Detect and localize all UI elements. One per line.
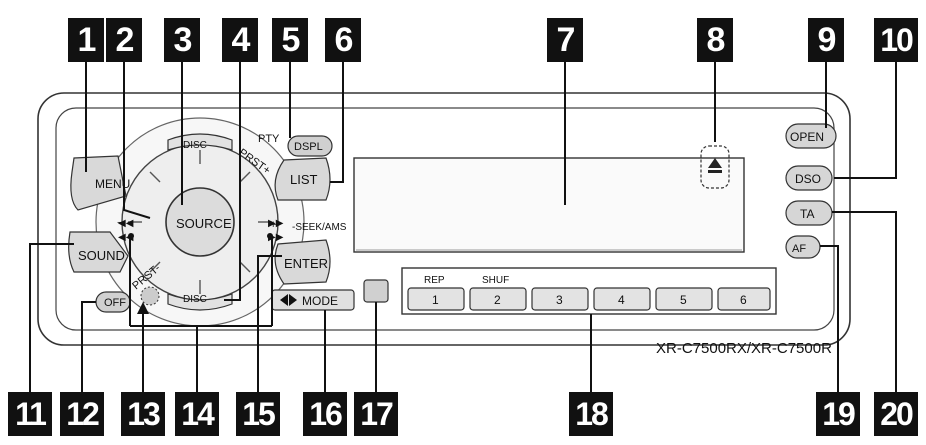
- preset-label-5: 5: [680, 293, 687, 307]
- display-window: [353, 157, 745, 253]
- seek-ams-label: -SEEK/AMS: [292, 222, 347, 233]
- callout-10: 10: [874, 18, 918, 62]
- seek-plus-label: +: [270, 219, 276, 231]
- dso-label[interactable]: DSO: [795, 172, 821, 186]
- callout-8: 8: [697, 18, 733, 62]
- preset-button-1: [407, 287, 465, 311]
- list-label[interactable]: LIST: [290, 172, 318, 187]
- disc-bottom-button: [167, 293, 233, 311]
- pty-label: PTY: [258, 133, 280, 145]
- callout-14: 14: [175, 392, 219, 436]
- model-number: XR-C7500RX/XR-C7500R: [656, 340, 832, 357]
- callout-5: 5: [272, 18, 308, 62]
- shuf-label: SHUF: [482, 275, 509, 286]
- eject-slot: [700, 145, 730, 189]
- callout-20: 20: [874, 392, 918, 436]
- mode-label[interactable]: MODE: [302, 294, 338, 308]
- callout-16: 16: [303, 392, 347, 436]
- menu-button: [70, 155, 127, 211]
- menu-label[interactable]: MENU: [95, 177, 130, 191]
- disc-top-label[interactable]: DISC: [183, 140, 207, 151]
- callout-15: 15: [236, 392, 280, 436]
- preset-button-3: [531, 287, 589, 311]
- callout-6: 6: [325, 18, 361, 62]
- fast-forward-icon: ▶▶: [268, 232, 284, 243]
- preset-label-2: 2: [494, 293, 501, 307]
- seek-forward-icon: ▶▶: [268, 218, 284, 229]
- source-label[interactable]: SOURCE: [176, 216, 232, 231]
- seek-back-icon: ◀◀: [118, 218, 134, 229]
- prst-minus-arrow-icon: [137, 302, 149, 314]
- callout-13: 13: [121, 392, 165, 436]
- eject-icon: [708, 158, 722, 168]
- preset-label-1: 1: [432, 293, 439, 307]
- ta-label[interactable]: TA: [800, 207, 814, 221]
- sound-button: [68, 231, 129, 273]
- disc-bottom-label[interactable]: DISC: [183, 294, 207, 305]
- dspl-label[interactable]: DSPL: [294, 141, 323, 153]
- preset-label-4: 4: [618, 293, 625, 307]
- callout-12: 12: [60, 392, 104, 436]
- preset-button-4: [593, 287, 651, 311]
- off-label[interactable]: OFF: [104, 297, 126, 309]
- callout-4: 4: [222, 18, 258, 62]
- dso-button: [785, 165, 833, 191]
- open-button: [785, 123, 837, 149]
- sound-label[interactable]: SOUND: [78, 248, 125, 263]
- dspl-button: [287, 135, 333, 157]
- open-label[interactable]: OPEN: [790, 130, 824, 144]
- preset-label-6: 6: [740, 293, 747, 307]
- preset-button-5: [655, 287, 713, 311]
- callout-19: 19: [816, 392, 860, 436]
- leader-lines: [29, 62, 897, 400]
- callout-9: 9: [808, 18, 844, 62]
- prst-minus-knob: [140, 286, 160, 306]
- callout-2: 2: [106, 18, 142, 62]
- enter-label[interactable]: ENTER: [284, 256, 328, 271]
- callout-18: 18: [569, 392, 613, 436]
- mode-left-arrow-icon: [280, 294, 288, 306]
- seek-minus-label: −: [117, 217, 123, 229]
- callout-11: 11: [8, 392, 52, 436]
- preset-label-3: 3: [556, 293, 563, 307]
- preset-button-6: [717, 287, 771, 311]
- rep-label: REP: [424, 275, 445, 286]
- callout-17: 17: [354, 392, 398, 436]
- rewind-icon: ◀◀: [118, 232, 134, 243]
- mode-right-arrow-icon: [289, 294, 297, 306]
- af-label[interactable]: AF: [792, 243, 806, 255]
- preset-button-2: [469, 287, 527, 311]
- list-button: [274, 157, 331, 201]
- callout-1: 1: [68, 18, 104, 62]
- enter-button: [274, 239, 331, 285]
- callout-7: 7: [547, 18, 583, 62]
- callout-3: 3: [164, 18, 200, 62]
- small-square-button: [363, 279, 389, 303]
